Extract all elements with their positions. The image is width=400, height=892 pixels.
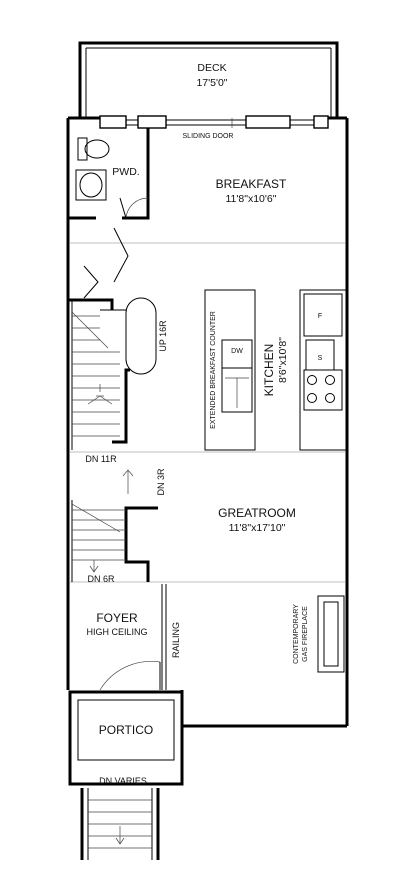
- fireplace-icon: [317, 595, 345, 673]
- kitchen-cabinets: [299, 289, 347, 451]
- stair-dnvaries-label: DN VARIES: [99, 776, 147, 786]
- powder-room: [68, 128, 150, 220]
- kitchen-dimension: 8'6"x10'8": [277, 337, 289, 383]
- breakfast-counter: [204, 289, 256, 451]
- foyer-label: FOYER: [96, 611, 138, 625]
- fridge-label: F: [318, 313, 322, 320]
- upper-staircase: [71, 297, 157, 450]
- foyer-railing: [161, 584, 167, 690]
- sliding-door-label: SLIDING DOOR: [183, 133, 234, 140]
- breakfast-label: BREAKFAST: [216, 177, 287, 191]
- sink-icon: [75, 169, 107, 201]
- sink-label: S: [318, 355, 323, 362]
- powder-room-label: PWD.: [112, 166, 139, 178]
- fireplace-label-1: CONTEMPORARY: [293, 604, 300, 664]
- foyer-sublabel: HIGH CEILING: [86, 627, 147, 637]
- greatroom-label: GREATROOM: [218, 506, 296, 520]
- breakfast-dimension: 11'8"x10'6": [226, 193, 277, 205]
- stair-dn11-label: DN 11R: [85, 454, 117, 464]
- deck: [78, 41, 339, 118]
- portico-label: PORTICO: [99, 723, 153, 737]
- stair-dn6-label: DN 6R: [87, 574, 115, 584]
- stair-walls: [98, 298, 130, 444]
- stair-dn3-label: DN 3R: [156, 468, 166, 496]
- fireplace-label-2: GAS FIREPLACE: [302, 606, 309, 662]
- toilet-icon: [77, 137, 110, 161]
- dishwasher-label: DW: [231, 348, 243, 355]
- deck-label: DECK: [197, 62, 226, 74]
- front-door: [99, 661, 161, 691]
- kitchen-label: KITCHEN: [262, 344, 276, 397]
- cooktop-icon: [307, 375, 335, 403]
- exterior-walls: [66, 116, 349, 728]
- stair-up-label: UP 16R: [158, 320, 168, 352]
- closet-bifold-doors: [68, 227, 129, 302]
- railing-label: RAILING: [171, 622, 181, 658]
- exterior-steps: [80, 788, 160, 860]
- dn3-arrow: [122, 469, 134, 494]
- counter-label: EXTENDED BREAKFAST COUNTER: [210, 311, 217, 429]
- deck-dimension: 17'5'0": [196, 77, 227, 89]
- greatroom-dimension: 11'8"x17'10": [229, 522, 286, 534]
- sliding-door: [99, 115, 329, 129]
- greatroom-stair-wall: [71, 500, 158, 582]
- portico: [68, 690, 184, 786]
